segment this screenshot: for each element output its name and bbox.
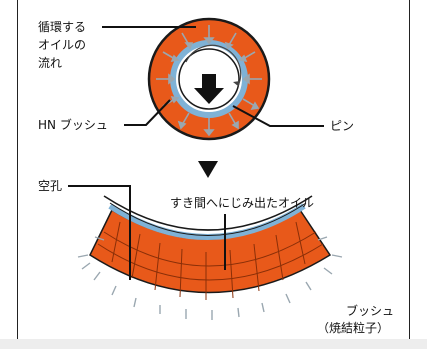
load-arrow-head	[194, 88, 224, 104]
leader-hn-bush	[124, 99, 171, 126]
label-circulating-oil: 循環する オイルの 流れ	[38, 20, 86, 71]
label-seeped-oil: すき間へにじみ出たオイル	[170, 196, 315, 210]
seeped-oil-layer	[108, 203, 306, 240]
label-circulating-oil-line1: 循環する	[38, 20, 87, 34]
oil-flow-arc	[185, 44, 242, 87]
label-bush: ブッシュ	[346, 304, 395, 318]
bottom-leader-lines	[68, 185, 226, 280]
enlarged-section	[77, 195, 343, 320]
leader-pore	[68, 185, 131, 280]
top-leader-lines	[102, 26, 324, 127]
ring-oil-arrows	[156, 25, 262, 137]
pore-spikes	[77, 236, 343, 320]
label-pore: 空孔	[38, 179, 63, 193]
bushing-cross-section	[147, 17, 271, 141]
load-arrow-shaft	[202, 74, 216, 88]
leader-pin	[232, 105, 324, 127]
frame-right-line	[409, 0, 410, 339]
frame-left-line	[17, 0, 18, 339]
bottom-band	[0, 339, 427, 349]
label-circulating-oil-line2: オイルの	[38, 38, 87, 52]
pin-surface-inner	[109, 202, 307, 236]
down-triangle-arrow	[198, 161, 218, 178]
label-sintered-particles: （焼結粒子）	[317, 321, 390, 335]
oil-flow-arrowhead	[233, 81, 240, 86]
label-hn-bush: HN ブッシュ	[38, 118, 108, 132]
label-pin: ピン	[330, 119, 355, 133]
label-circulating-oil-line3: 流れ	[38, 56, 63, 70]
